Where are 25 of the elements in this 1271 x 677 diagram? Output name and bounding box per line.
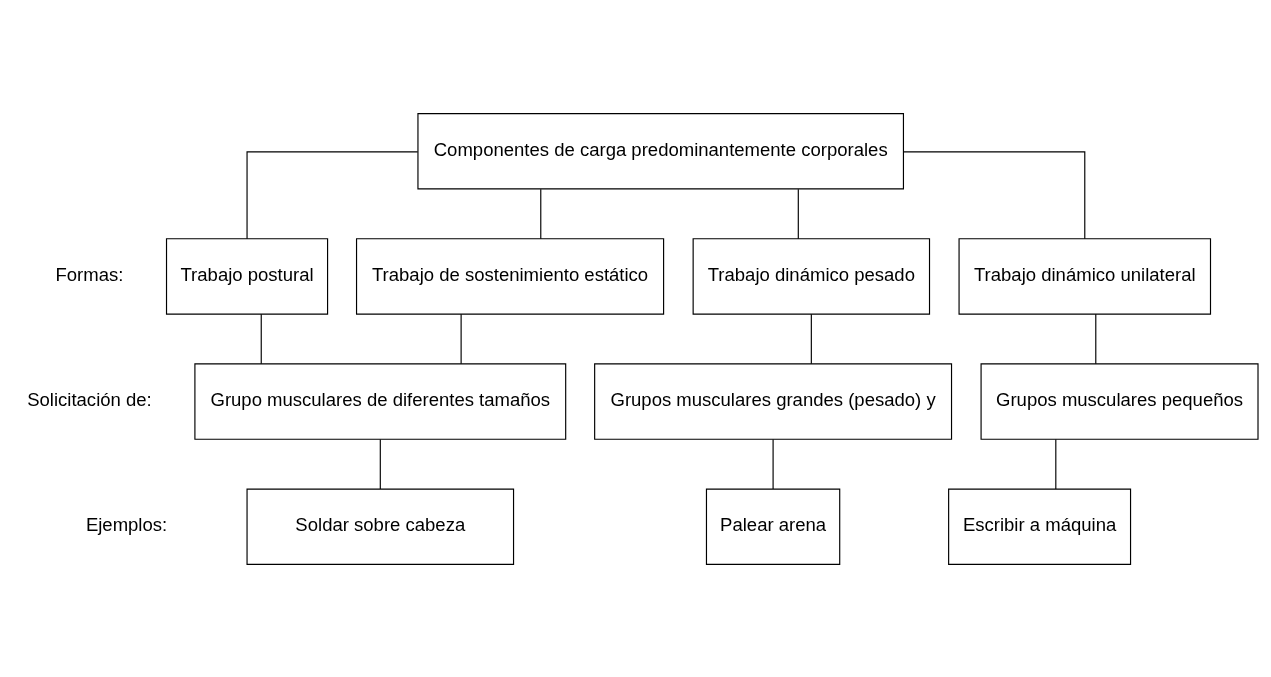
- connector: [810, 313, 812, 364]
- node-box: Trabajo de sostenimiento estático: [355, 237, 665, 315]
- connector: [797, 188, 799, 239]
- node-box: Escribir a máquina: [948, 487, 1132, 565]
- label: Solicitación de:: [27, 388, 152, 410]
- connector: [903, 150, 1086, 239]
- label: Formas:: [55, 263, 124, 285]
- label: Ejemplos:: [85, 513, 168, 535]
- connector: [460, 313, 462, 364]
- node-box: Componentes de carga predominantemente corporales: [417, 112, 905, 190]
- node-box: Grupos musculares pequeños: [980, 362, 1259, 440]
- connector: [1095, 313, 1097, 364]
- node-box: Grupo musculares de diferentes tamaños: [194, 362, 567, 440]
- connector: [246, 150, 419, 239]
- connector: [772, 438, 774, 490]
- node-box: Palear arena: [705, 487, 841, 565]
- connector: [1055, 438, 1057, 490]
- connector: [260, 313, 262, 364]
- connector: [540, 188, 542, 239]
- node-box: Grupos musculares grandes (pesado) y: [594, 362, 953, 440]
- node-box: Soldar sobre cabeza: [246, 487, 515, 565]
- node-box: Trabajo dinámico unilateral: [958, 237, 1212, 315]
- connector: [379, 438, 381, 490]
- node-box: Trabajo postural: [165, 237, 329, 315]
- node-box: Trabajo dinámico pesado: [692, 237, 931, 315]
